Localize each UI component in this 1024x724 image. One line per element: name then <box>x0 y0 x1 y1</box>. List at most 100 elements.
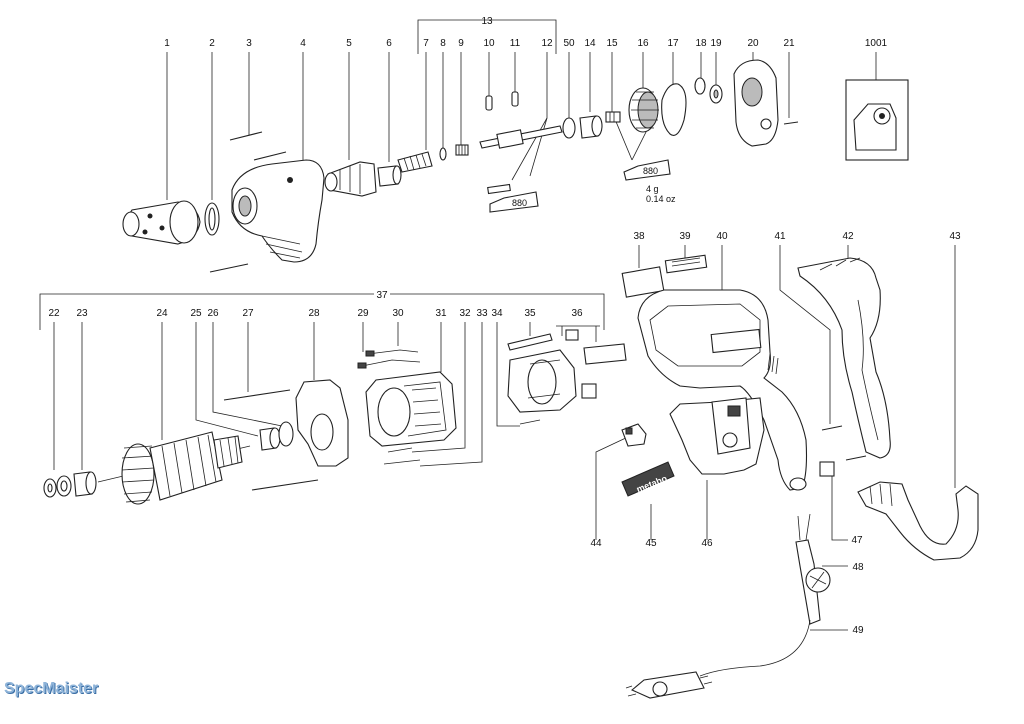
callout-42: 42 <box>842 231 854 242</box>
grease-amount-oz: 0.14 oz <box>646 194 676 204</box>
callout-48: 48 <box>852 562 864 573</box>
callout-2: 2 <box>209 38 215 49</box>
part-27-screw-upper <box>223 389 291 401</box>
part-10-pin <box>485 95 493 111</box>
callout-12: 12 <box>541 38 553 49</box>
callout-49: 49 <box>852 625 864 636</box>
callout-33: 33 <box>476 308 488 319</box>
part-50-ring <box>562 117 576 139</box>
part-3-screws <box>209 131 287 273</box>
callout-31: 31 <box>435 308 447 319</box>
grease-tube-left: 880 <box>489 191 539 213</box>
callout-47: 47 <box>851 535 863 546</box>
callout-3: 3 <box>246 38 252 49</box>
callout-8: 8 <box>440 38 446 49</box>
callout-4: 4 <box>300 38 306 49</box>
part-1-chuck <box>122 200 201 245</box>
callout-40: 40 <box>716 231 728 242</box>
callout-1001: 1001 <box>865 38 888 49</box>
callout-27: 27 <box>242 308 254 319</box>
part-bearing-armature <box>73 471 97 497</box>
callout-16: 16 <box>637 38 649 49</box>
callout-39: 39 <box>679 231 691 242</box>
part-39-label <box>664 254 708 274</box>
callout-23: 23 <box>76 308 88 319</box>
callout-5: 5 <box>346 38 352 49</box>
part-4-gear-housing <box>231 159 325 263</box>
callout-17: 17 <box>667 38 679 49</box>
part-49-power-cord <box>625 619 811 699</box>
callout-9: 9 <box>458 38 464 49</box>
part-30-cable <box>357 359 421 369</box>
callout-6: 6 <box>386 38 392 49</box>
part-9-spring <box>455 144 469 156</box>
callout-38: 38 <box>633 231 645 242</box>
part-29-cable <box>365 349 419 357</box>
callout-1: 1 <box>164 38 170 49</box>
part-8-ring <box>439 147 447 161</box>
part-35-brush-holder <box>507 333 577 413</box>
part-15-spring <box>605 111 621 123</box>
part-44-switch-clip <box>621 423 647 447</box>
part-41-screw <box>821 425 843 431</box>
part-20-gear-plate <box>733 59 779 147</box>
callout-35: 35 <box>524 308 536 319</box>
leader-lines-bottom <box>53 245 956 631</box>
part-31-stator <box>365 371 457 447</box>
part-28-fan-guide <box>295 379 349 467</box>
callout-labels-top: 1 2 3 4 5 6 7 8 9 10 11 12 13 50 14 15 1… <box>164 16 887 49</box>
part-36-brush-parts <box>565 329 627 399</box>
callout-50: 50 <box>563 38 575 49</box>
watermark: SpecMaister <box>4 680 99 697</box>
callout-32: 32 <box>459 308 471 319</box>
callout-36: 36 <box>571 308 583 319</box>
part-17-ring <box>661 83 687 136</box>
callout-29: 29 <box>357 308 369 319</box>
part-45-brand-plate: metabo <box>621 461 675 497</box>
callout-21: 21 <box>783 38 795 49</box>
part-11-pin <box>511 91 519 107</box>
callout-15: 15 <box>606 38 618 49</box>
part-21-screw <box>783 121 799 125</box>
bracket-37 <box>39 293 605 330</box>
part-24-armature <box>97 431 251 505</box>
grease-tube-label-left: 880 <box>512 198 527 208</box>
grease-amount: 4 g <box>646 184 659 194</box>
callout-22: 22 <box>48 308 60 319</box>
part-32-wire <box>387 447 413 453</box>
callout-45: 45 <box>645 538 657 549</box>
leader-lines-top <box>166 52 877 200</box>
part-1001-inset <box>845 79 909 161</box>
part-14-bearing <box>579 115 603 139</box>
bracket-13 <box>417 19 557 54</box>
part-46-switch-housing <box>669 397 765 475</box>
callout-19: 19 <box>710 38 722 49</box>
callout-11: 11 <box>510 38 521 49</box>
callout-46: 46 <box>701 538 713 549</box>
callout-26: 26 <box>207 308 219 319</box>
part-40-motor-housing <box>637 289 808 491</box>
part-6-bearing <box>377 165 402 187</box>
grease-tube-right: 880 <box>623 159 671 181</box>
callout-28: 28 <box>308 308 320 319</box>
part-27-screw-lower <box>251 479 319 491</box>
part-34-terminal <box>519 419 541 425</box>
part-38-label <box>621 266 665 298</box>
part-43-side-handle <box>857 481 979 561</box>
callout-30: 30 <box>392 308 404 319</box>
grease-tube-label-right: 880 <box>643 166 658 176</box>
callout-13: 13 <box>481 16 493 27</box>
callout-18: 18 <box>695 38 707 49</box>
part-33-wire <box>383 459 421 465</box>
part-23-washer <box>56 475 72 497</box>
callout-25: 25 <box>190 308 202 319</box>
part-47-terminal-block <box>819 455 867 477</box>
part-22-washer <box>43 478 57 498</box>
callout-labels-bottom: 37 22 23 24 25 26 27 28 29 30 31 32 33 3… <box>48 231 961 636</box>
part-42-handle-half <box>797 257 891 459</box>
part-18-washer <box>694 77 706 95</box>
part-26-ring <box>278 421 294 447</box>
part-16-gear <box>628 87 659 133</box>
callout-14: 14 <box>584 38 596 49</box>
